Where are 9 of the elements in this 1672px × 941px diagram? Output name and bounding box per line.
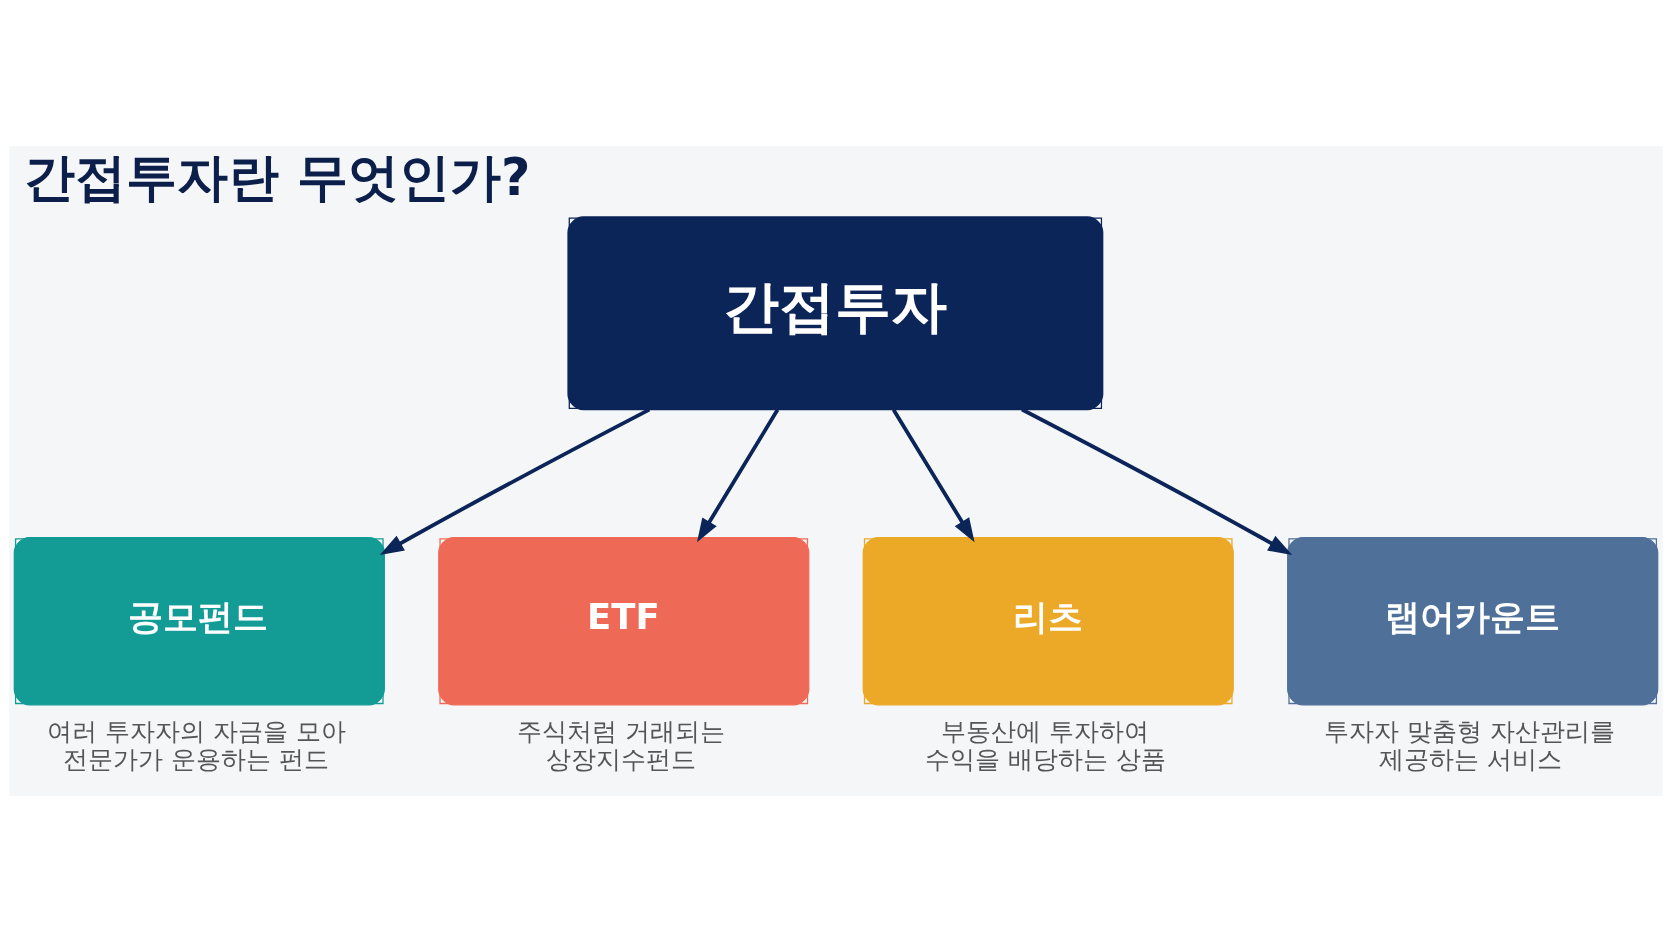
diagram-title: 간접투자란 무엇인가? [24,147,531,207]
node-label: 투자자 맞춤형 자산관리를 제공하는 서비스 [1323,715,1615,774]
node-label: 여러 투자자의 자금을 모아 전문가가 운용하는 펀드 [46,715,346,774]
arrow [379,407,651,555]
arrow [697,408,780,542]
arrow [891,408,975,542]
node-label: 주식처럼 거래되는 상장지수펀드 [516,715,725,774]
node-label: 부동산에 투자하여 수익을 배당하는 상품 [924,715,1166,774]
arrow [1021,407,1293,555]
